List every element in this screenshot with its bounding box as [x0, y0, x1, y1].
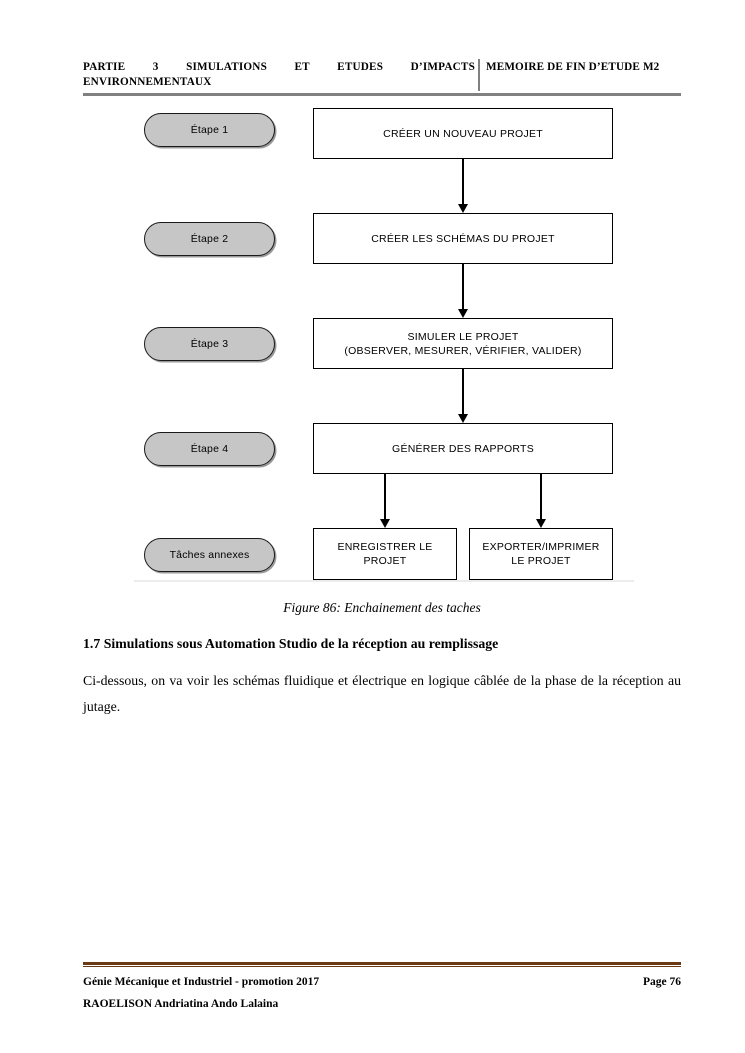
header-left-line1: PARTIE 3 SIMULATIONS ET ETUDES D’IMPACTS: [83, 61, 475, 73]
section-heading: 1.7 Simulations sous Automation Studio d…: [83, 636, 499, 651]
process-box-4-line1: GÉNÉRER DES RAPPORTS: [392, 442, 534, 455]
process-box-3-line2: (OBSERVER, MESURER, VÉRIFIER, VALIDER): [344, 344, 582, 357]
step-pill-3-label: Étape 3: [190, 338, 229, 350]
body-paragraph: Ci-dessous, on va voir les schémas fluid…: [83, 673, 681, 714]
footer-row-1: Génie Mécanique et Industriel - promotio…: [83, 971, 681, 993]
process-box-simuler-projet: SIMULER LE PROJET (OBSERVER, MESURER, VÉ…: [313, 318, 613, 369]
process-box-5-line1: ENREGISTRER LE: [337, 541, 433, 553]
connector-line-4-left: [384, 474, 386, 519]
process-box-enregistrer-projet: ENREGISTRER LE PROJET: [313, 528, 457, 580]
step-pill-2-label: Étape 2: [190, 233, 229, 245]
step-pill-1-label: Étape 1: [190, 124, 229, 136]
connector-arrow-1: [457, 204, 468, 213]
connector-arrow-2: [457, 309, 468, 318]
header-horizontal-rule: [83, 93, 681, 96]
step-pill-3: Étape 3: [144, 327, 275, 361]
step-pill-1: Étape 1: [144, 113, 275, 147]
footer-author-name: RAOELISON Andriatina Ando Lalaina: [83, 998, 279, 1010]
figure-bottom-rule: [134, 580, 634, 582]
step-pill-5-label: Tâches annexes: [169, 549, 250, 561]
figure-caption: Figure 86: Enchainement des taches: [283, 600, 481, 615]
header-right-title: MEMOIRE DE FIN D’ETUDE M2: [486, 61, 660, 73]
footer-row-2: RAOELISON Andriatina Ando Lalaina: [83, 993, 681, 1015]
header-vertical-divider: [478, 59, 480, 91]
figure-flowchart: Étape 1 Étape 2 Étape 3 Étape 4 Tâches a…: [144, 108, 613, 580]
connector-arrow-3: [457, 414, 468, 423]
step-pill-2: Étape 2: [144, 222, 275, 256]
process-box-3-line1: SIMULER LE PROJET: [407, 330, 519, 343]
connector-line-2: [462, 264, 464, 309]
page-footer: Génie Mécanique et Industriel - promotio…: [83, 971, 681, 1015]
footer-department-label: Génie Mécanique et Industriel - promotio…: [83, 976, 320, 988]
connector-line-1: [462, 159, 464, 204]
page-header: PARTIE 3 SIMULATIONS ET ETUDES D’IMPACTS…: [83, 59, 679, 98]
process-box-2-line1: CRÉER LES SCHÉMAS DU PROJET: [371, 232, 555, 245]
process-box-6-line1: EXPORTER/IMPRIMER: [482, 541, 600, 553]
process-box-creer-nouveau-projet: CRÉER UN NOUVEAU PROJET: [313, 108, 613, 159]
footer-page-number: Page 76: [642, 976, 681, 988]
process-box-6-line2: LE PROJET: [511, 555, 571, 567]
footer-rule-bottom: [83, 966, 681, 967]
connector-line-3: [462, 369, 464, 414]
process-box-creer-schemas: CRÉER LES SCHÉMAS DU PROJET: [313, 213, 613, 264]
step-pill-4-label: Étape 4: [190, 443, 229, 455]
process-box-5-line2: PROJET: [363, 555, 407, 567]
connector-arrow-4-right: [535, 519, 546, 528]
footer-rule-top: [83, 962, 681, 965]
connector-line-4-right: [540, 474, 542, 519]
header-left-title: PARTIE 3 SIMULATIONS ET ETUDES D’IMPACTS…: [83, 60, 475, 89]
process-box-exporter-imprimer-projet: EXPORTER/IMPRIMER LE PROJET: [469, 528, 613, 580]
step-pill-4: Étape 4: [144, 432, 275, 466]
process-box-generer-rapports: GÉNÉRER DES RAPPORTS: [313, 423, 613, 474]
header-left-line2: ENVIRONNEMENTAUX: [83, 75, 212, 88]
step-pill-5: Tâches annexes: [144, 538, 275, 572]
process-box-1-line1: CRÉER UN NOUVEAU PROJET: [383, 127, 543, 140]
connector-arrow-4-left: [379, 519, 390, 528]
